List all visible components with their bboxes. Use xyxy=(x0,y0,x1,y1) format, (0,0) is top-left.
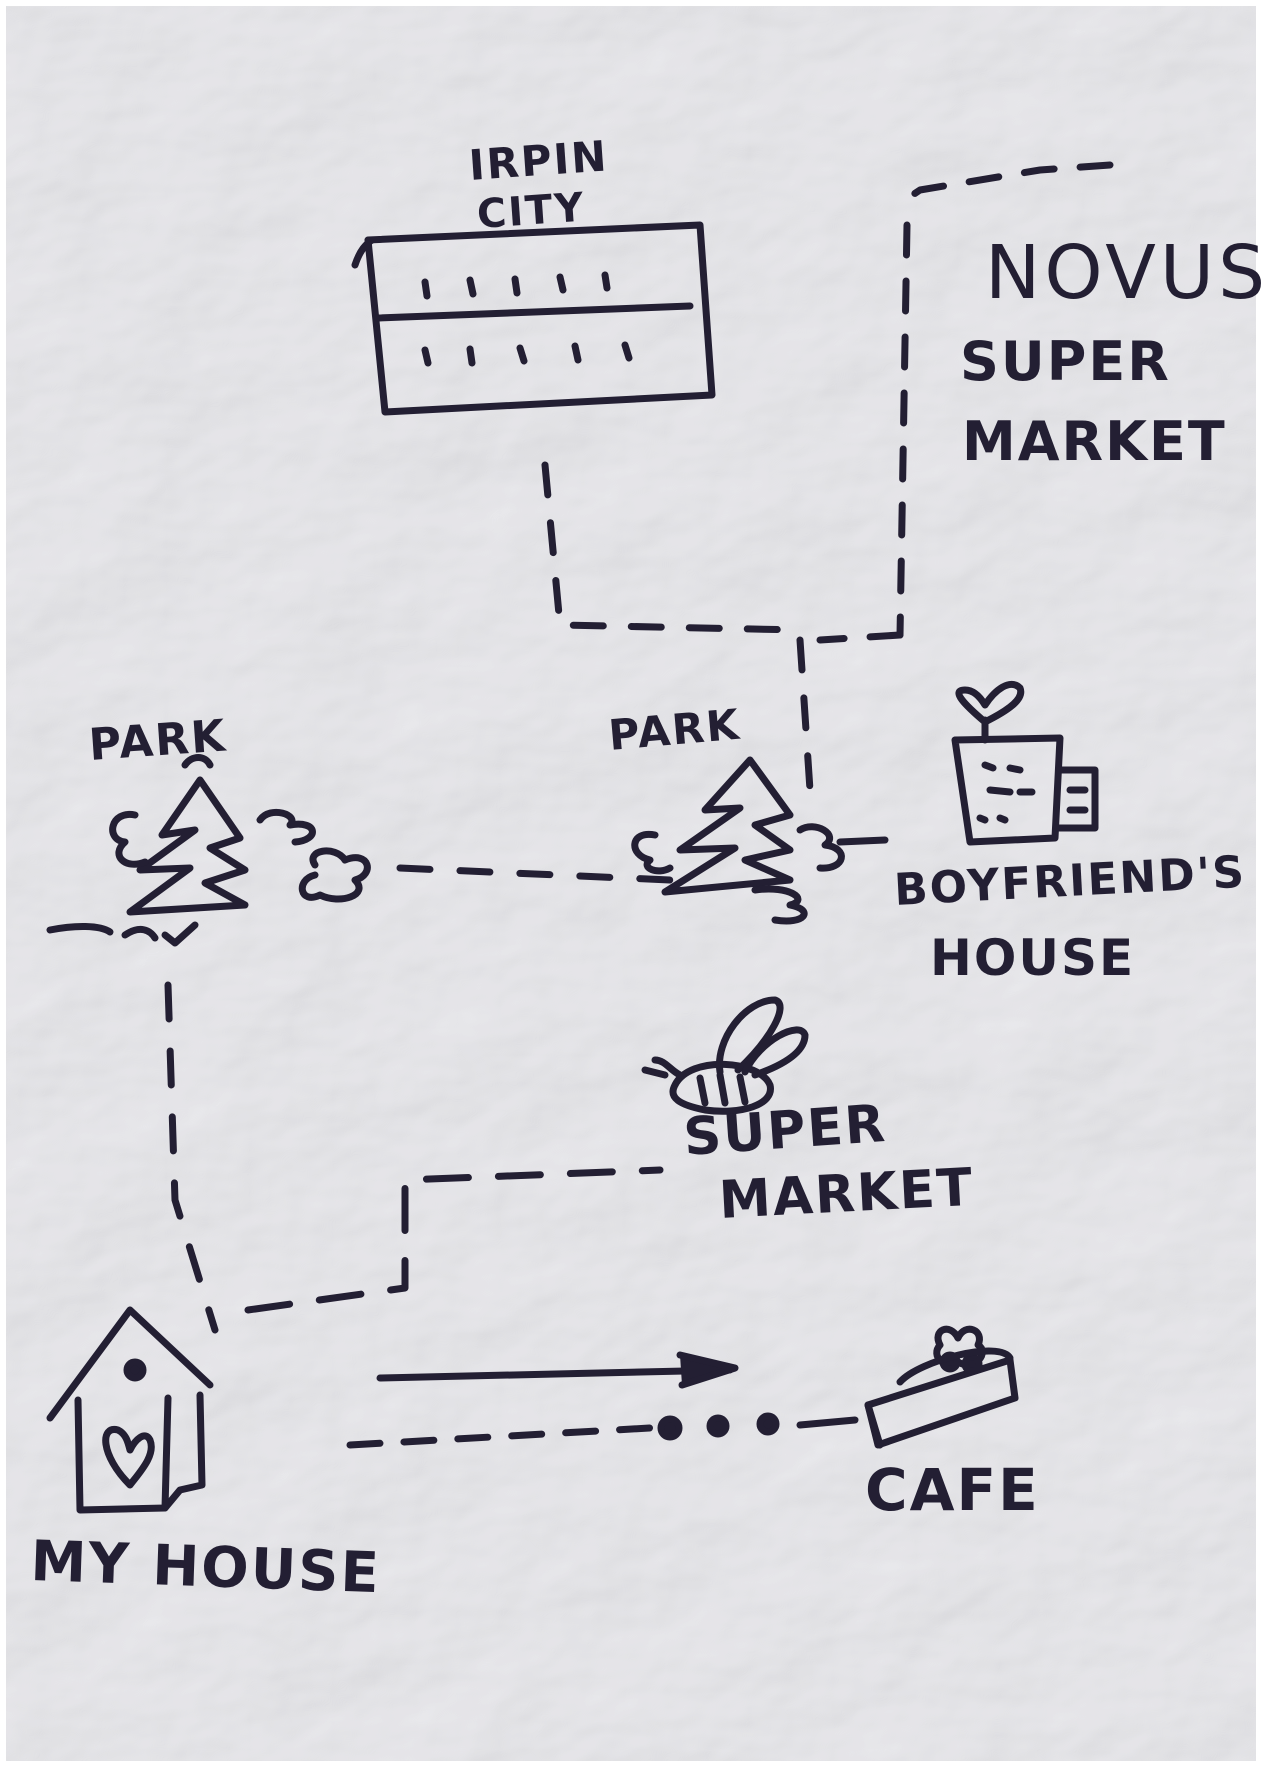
supermarket-label-line2: MARKET xyxy=(718,1158,976,1231)
irpin-city-label-line1: IRPIN xyxy=(467,131,610,190)
house-heart-icon xyxy=(46,1306,214,1514)
park-center-label: PARK xyxy=(607,700,743,760)
park-left-label: PARK xyxy=(87,710,228,771)
route-parks xyxy=(396,864,674,884)
route-home-to-supermarket xyxy=(244,1166,664,1314)
city-building-icon xyxy=(351,221,716,416)
novus-super-label: SUPER xyxy=(960,330,1171,393)
route-novus-to-center xyxy=(816,161,1114,644)
route-park-to-home xyxy=(164,981,219,1334)
route-home-to-cafe xyxy=(346,1412,859,1449)
cafe-label: CAFE xyxy=(865,1456,1040,1524)
heart-house-icon xyxy=(951,680,1099,846)
arrow-home-to-cafe xyxy=(376,1351,739,1389)
tree-icon xyxy=(631,756,889,925)
novus-label: NOVUS xyxy=(985,230,1264,316)
boyfriends-house-label-line2: HOUSE xyxy=(930,929,1135,987)
supermarket-label-line1: SUPER xyxy=(682,1094,889,1168)
irpin-city-label-line2: CITY xyxy=(475,185,586,238)
cake-slice-icon xyxy=(864,1325,1019,1449)
my-house-label: MY HOUSE xyxy=(30,1529,382,1606)
route-city-to-park xyxy=(541,461,814,794)
tree-icon xyxy=(46,754,371,947)
novus-market-label: MARKET xyxy=(962,410,1227,473)
bee-icon xyxy=(641,996,809,1115)
